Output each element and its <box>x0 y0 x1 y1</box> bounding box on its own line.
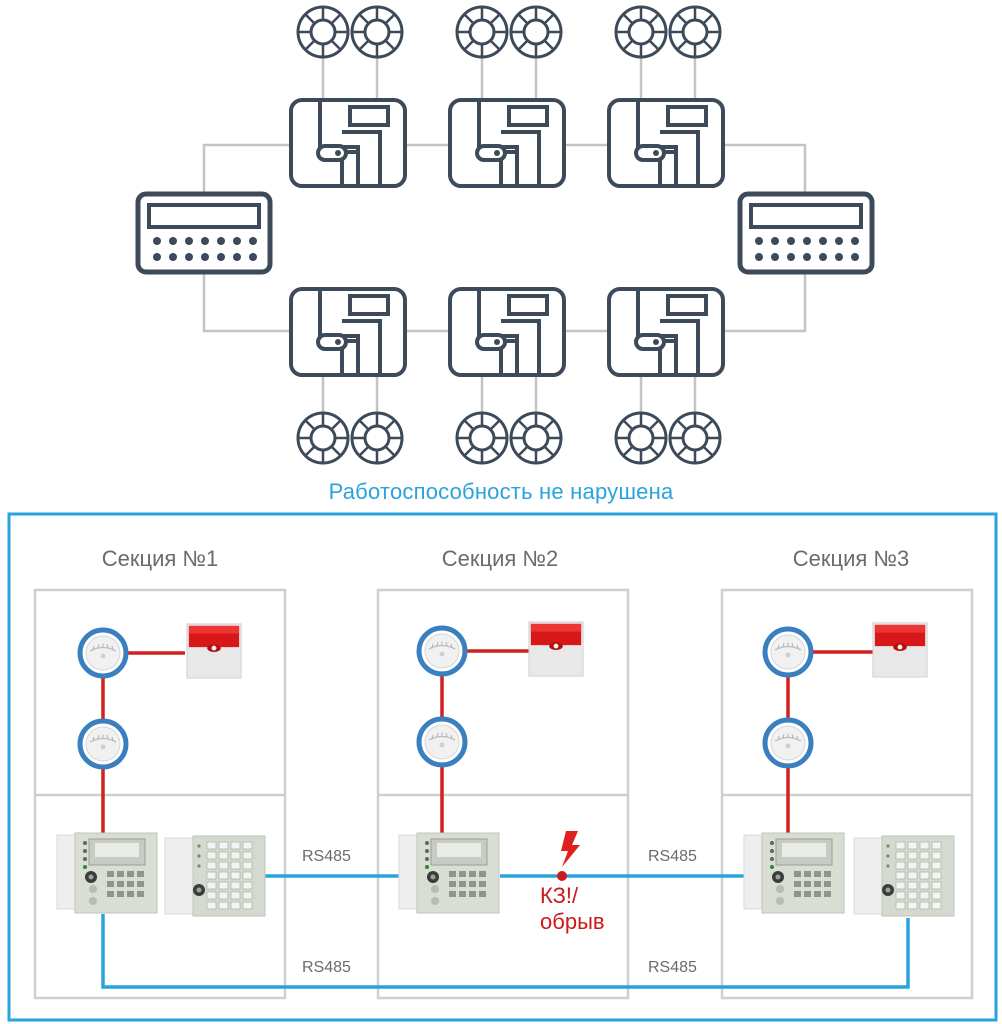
smoke-detector-icon <box>419 628 465 674</box>
control-panel-icon <box>289 98 407 188</box>
smoke-detector-icon <box>614 411 668 465</box>
smoke-detector-icon <box>455 411 509 465</box>
section-title-1: Секция №1 <box>101 546 219 571</box>
control-panel-icon <box>448 287 566 377</box>
smoke-detector-icon <box>509 411 563 465</box>
control-panel-icon <box>607 287 725 377</box>
siren-icon <box>186 623 242 679</box>
rs485-lines <box>101 874 910 989</box>
top-control-panels <box>289 98 725 377</box>
keypad-display-icon <box>138 194 270 272</box>
siren-icon <box>872 622 928 678</box>
section-boxes <box>33 588 974 1000</box>
fault-label-line1: КЗ!/ <box>540 883 579 908</box>
smoke-detector-icon <box>668 411 722 465</box>
smoke-detector-icon <box>765 629 811 675</box>
smoke-detector-icon <box>296 5 350 59</box>
fault-label: КЗ!/ обрыв <box>540 883 605 935</box>
keypad-display-icon <box>740 194 872 272</box>
fire-panel-icon <box>56 832 158 914</box>
smoke-detector-icon <box>296 411 350 465</box>
section-title-3: Секция №3 <box>792 546 910 571</box>
fault-label-line2: обрыв <box>540 909 605 934</box>
top-detectors-upper <box>296 5 722 59</box>
smoke-detector-icon <box>668 5 722 59</box>
keypad-module-icon <box>853 835 955 917</box>
rs485-label-upper-right: RS485 <box>648 848 697 865</box>
detector-loops <box>101 649 874 836</box>
top-keypads <box>138 194 872 272</box>
smoke-detector-icon <box>350 411 404 465</box>
control-panel-icon <box>448 98 566 188</box>
top-detectors-lower <box>296 411 722 465</box>
rs485-label-lower-right: RS485 <box>648 959 697 976</box>
fire-panel-icon <box>398 832 500 914</box>
smoke-detector-icon <box>509 5 563 59</box>
control-panel-icon <box>289 287 407 377</box>
rs485-label-upper-left: RS485 <box>302 848 351 865</box>
smoke-detector-icon <box>455 5 509 59</box>
fault-point <box>557 871 567 881</box>
smoke-detector-icon <box>80 721 126 767</box>
rs485-label-lower-left: RS485 <box>302 959 351 976</box>
smoke-detector-icon <box>614 5 668 59</box>
smoke-detector-icon <box>765 720 811 766</box>
lightning-icon <box>561 831 580 867</box>
control-panel-icon <box>607 98 725 188</box>
keypad-module-icon <box>164 835 266 917</box>
smoke-detector-icon <box>419 719 465 765</box>
section-title-2: Секция №2 <box>441 546 559 571</box>
status-title: Работоспособность не нарушена <box>328 479 674 504</box>
siren-icon <box>528 621 584 677</box>
smoke-detector-icon <box>350 5 404 59</box>
top-wiring <box>202 56 807 413</box>
status-frame <box>7 512 998 1022</box>
smoke-detector-icon <box>80 630 126 676</box>
fire-panel-icon <box>743 832 845 914</box>
